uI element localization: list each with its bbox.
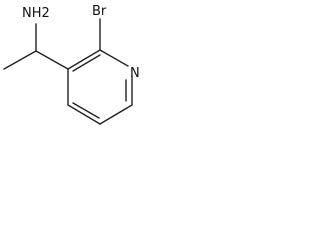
bond-methyl-ch <box>3 50 37 70</box>
atom-label-bromine: Br <box>92 4 107 19</box>
bond-ring-c3-c2 <box>67 49 101 70</box>
bond-ring-c5-c4 <box>67 104 101 125</box>
bond-ring-c2-n <box>99 49 129 67</box>
atom-label-ring-nitrogen: N <box>130 66 140 81</box>
bond-ch-ring <box>35 50 69 70</box>
bonds <box>3 18 133 125</box>
atom-labels: NH2 Br N <box>22 4 140 81</box>
bond-ring-c5-c4-inner <box>72 102 100 119</box>
atom-label-amine: NH2 <box>22 6 50 21</box>
chemical-structure-diagram: NH2 Br N <box>3 4 140 125</box>
bond-ring-c2-c2-inner <box>72 54 101 72</box>
bond-ring-c6-c5 <box>99 104 133 125</box>
